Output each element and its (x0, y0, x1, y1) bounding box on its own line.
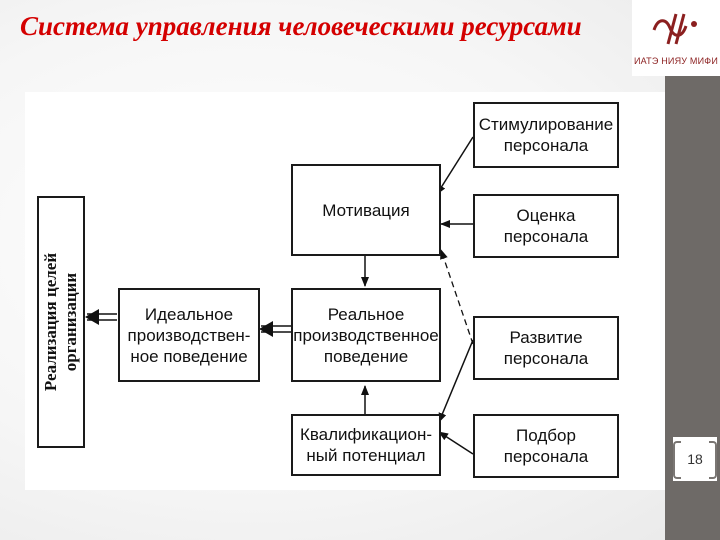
ideal-behavior-label: Идеальное производствен- ное поведение (127, 304, 251, 366)
arrow-ideal-goals (85, 309, 99, 325)
motivation-box: Мотивация (291, 164, 441, 256)
arrow-real-ideal (259, 321, 273, 337)
stimulation-label: Стимулирование персонала (478, 115, 614, 155)
development-box: Развитие персонала (473, 316, 619, 380)
bracket-right-icon (709, 441, 717, 479)
goals-label: Реализация целей организации (41, 252, 80, 392)
arrow-stimulation-motivation (436, 136, 474, 195)
arrow-selection-qualification (438, 431, 474, 455)
arrow-development-motivation (440, 249, 474, 345)
diagram: Реализация целей организации Идеальное п… (25, 92, 665, 490)
ideal-behavior-box: Идеальное производствен- ное поведение (118, 288, 260, 382)
bracket-left-icon (673, 441, 681, 479)
selection-label: Подбор персонала (503, 426, 589, 466)
slide-title: Система управления человеческими ресурса… (20, 11, 582, 41)
motivation-label: Мотивация (322, 200, 410, 220)
goals-box: Реализация целей организации (37, 196, 85, 448)
real-behavior-box: Реальное производственное поведение (291, 288, 441, 382)
logo-caption: ИАТЭ НИЯУ МИФИ (634, 56, 718, 66)
qualification-label: Квалификацион- ный потенциал (299, 425, 433, 465)
arrow-development-qualification (438, 339, 474, 423)
selection-box: Подбор персонала (473, 414, 619, 478)
assessment-label: Оценка персонала (503, 206, 589, 246)
qualification-box: Квалификацион- ный потенциал (291, 414, 441, 476)
real-behavior-label: Реальное производственное поведение (293, 304, 439, 366)
logo-mark-icon (652, 13, 697, 45)
stimulation-box: Стимулирование персонала (473, 102, 619, 168)
development-label: Развитие персонала (503, 328, 589, 368)
logo: ИАТЭ НИЯУ МИФИ (632, 0, 720, 76)
assessment-box: Оценка персонала (473, 194, 619, 258)
connector-arrows (85, 136, 474, 455)
page-number-badge: 18 (673, 437, 717, 481)
